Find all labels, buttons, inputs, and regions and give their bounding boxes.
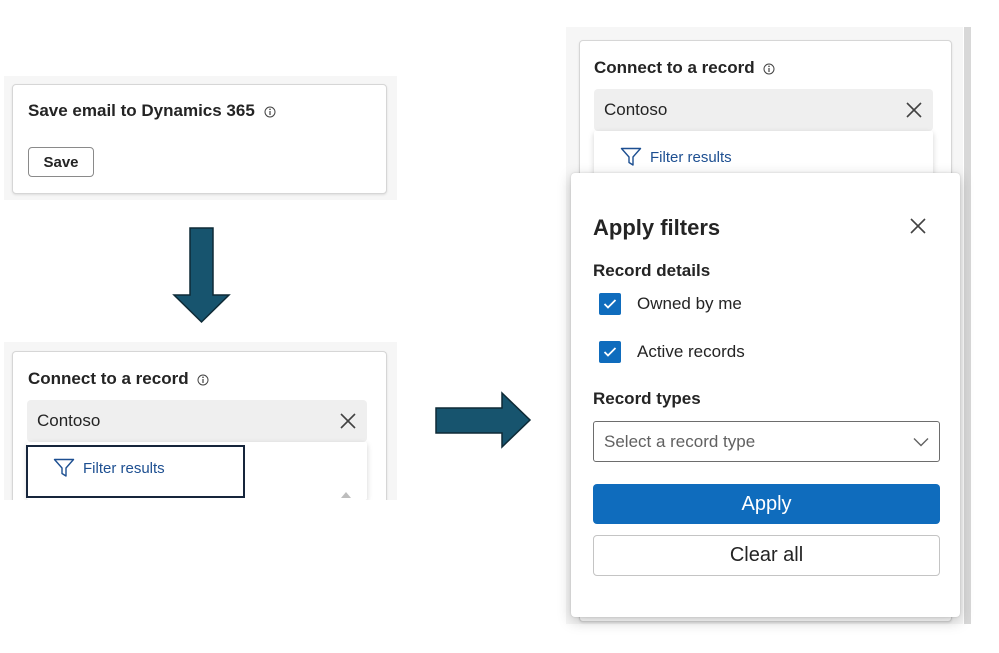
search-value: Contoso xyxy=(37,411,101,430)
clear-all-button[interactable]: Clear all xyxy=(593,535,940,576)
connect-title: Connect to a record xyxy=(594,58,755,77)
save-email-title: Save email to Dynamics 365 xyxy=(28,101,255,120)
checkmark-icon xyxy=(603,299,617,309)
close-icon[interactable] xyxy=(909,217,927,235)
checkbox-label: Active records xyxy=(637,342,745,361)
checkbox-label: Owned by me xyxy=(637,294,742,313)
checkbox-checked[interactable] xyxy=(599,341,621,363)
record-search-input[interactable]: Contoso xyxy=(594,89,933,131)
filter-results-link[interactable]: Filter results xyxy=(620,147,732,167)
search-value: Contoso xyxy=(604,100,668,119)
focus-highlight xyxy=(26,445,245,498)
search-dropdown xyxy=(594,131,933,181)
chevron-down-icon xyxy=(913,437,929,446)
record-type-placeholder: Select a record type xyxy=(604,431,756,451)
checkmark-icon xyxy=(603,347,617,357)
record-type-select[interactable]: Select a record type xyxy=(593,421,940,462)
checkbox-checked[interactable] xyxy=(599,293,621,315)
info-icon[interactable] xyxy=(763,63,775,75)
save-email-card: Save email to Dynamics 365 Save xyxy=(12,84,387,194)
connect-title-row: Connect to a record xyxy=(594,58,775,78)
checkbox-active-records[interactable]: Active records xyxy=(599,341,745,363)
checkbox-owned-by-me[interactable]: Owned by me xyxy=(599,293,742,315)
filter-results-link[interactable]: Filter results xyxy=(53,458,165,478)
down-arrow-icon xyxy=(172,227,231,324)
apply-filters-dialog: Apply filters Record details Owned by me… xyxy=(571,173,960,617)
scroll-up-icon[interactable] xyxy=(340,491,352,499)
apply-button[interactable]: Apply xyxy=(593,484,940,524)
scrollbar-track[interactable] xyxy=(964,27,971,624)
record-details-label: Record details xyxy=(593,261,711,280)
save-email-title-row: Save email to Dynamics 365 xyxy=(28,101,276,121)
connect-title-row: Connect to a record xyxy=(28,369,209,389)
filter-icon xyxy=(53,458,75,477)
filter-results-label: Filter results xyxy=(650,148,732,166)
info-icon[interactable] xyxy=(197,374,209,386)
right-arrow-icon xyxy=(435,391,532,449)
record-types-label: Record types xyxy=(593,389,701,408)
close-icon[interactable] xyxy=(339,412,357,430)
filter-icon xyxy=(620,147,642,166)
filter-results-label: Filter results xyxy=(83,459,165,477)
record-search-input[interactable]: Contoso xyxy=(27,400,367,442)
connect-title: Connect to a record xyxy=(28,369,189,388)
save-button[interactable]: Save xyxy=(28,147,94,177)
close-icon[interactable] xyxy=(905,101,923,119)
dialog-title: Apply filters xyxy=(593,215,721,240)
info-icon[interactable] xyxy=(264,106,276,118)
bottom-cutoff xyxy=(0,500,420,520)
search-dropdown xyxy=(27,442,367,500)
